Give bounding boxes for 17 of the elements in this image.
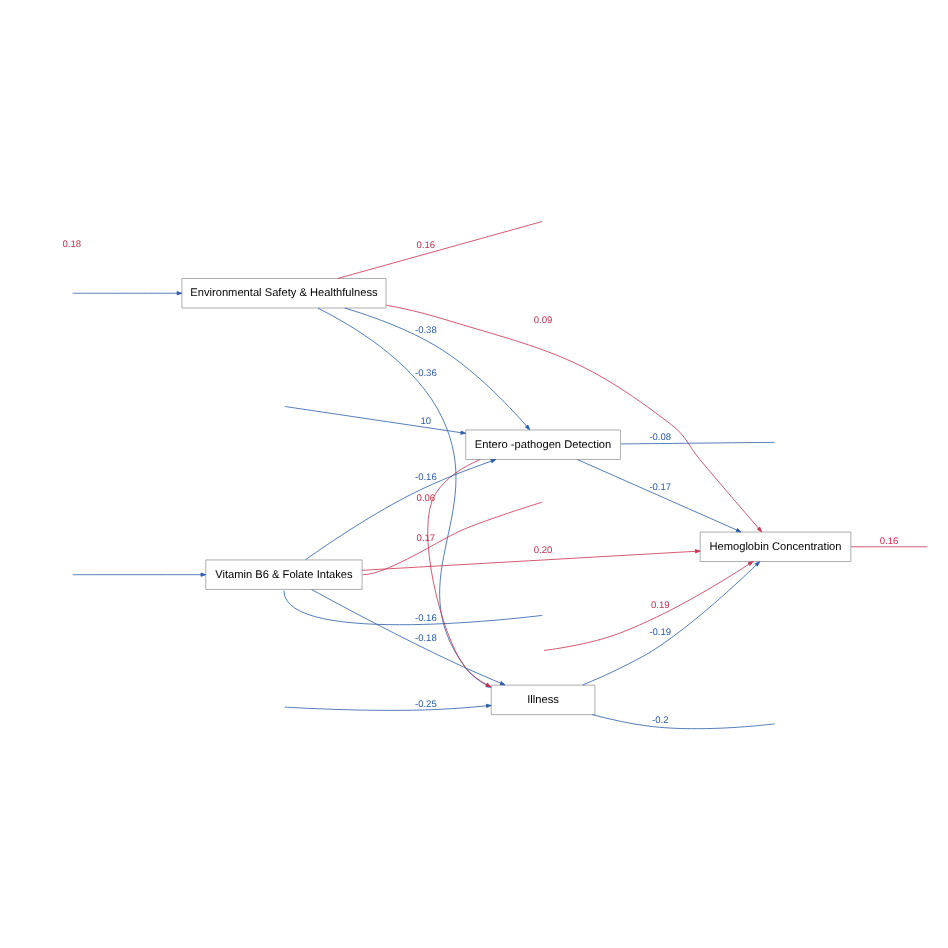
arrow xyxy=(284,702,492,710)
arrow xyxy=(284,405,467,434)
arrow xyxy=(385,303,763,532)
arrow xyxy=(304,458,497,560)
arrow xyxy=(361,548,701,570)
connector xyxy=(592,713,776,729)
connector xyxy=(850,545,928,547)
arrow xyxy=(577,458,742,532)
connector xyxy=(362,500,543,575)
arrow xyxy=(72,290,183,295)
arrow xyxy=(543,560,754,650)
connector xyxy=(620,440,776,444)
arrow xyxy=(582,560,761,685)
arrow xyxy=(344,306,531,430)
arrow xyxy=(72,571,207,576)
connector xyxy=(337,220,543,278)
connector xyxy=(283,589,543,625)
